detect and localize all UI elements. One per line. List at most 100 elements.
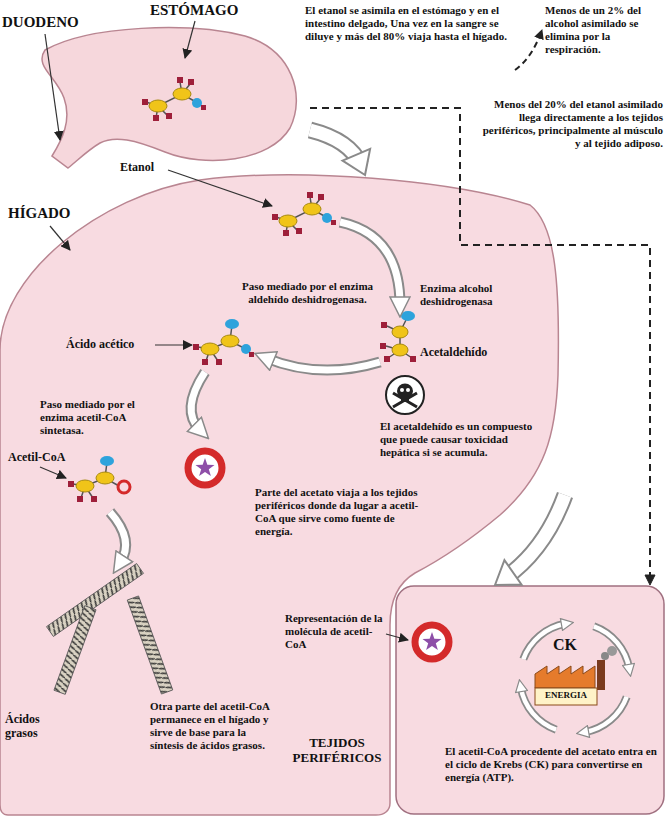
- note-text: Menos de un 2% del alcohol asimilado se …: [545, 4, 663, 56]
- node-title: TEJIDOS PERIFÉRICOS: [286, 735, 388, 766]
- note-text: Menos del 20% del etanol asimilado llega…: [475, 98, 663, 150]
- krebs-cycle-arrow: [594, 626, 629, 668]
- note-text: El etanol se asimila en el estómago y en…: [305, 4, 510, 43]
- tissue-box-outline: [395, 585, 665, 815]
- arrow-head: [343, 149, 371, 175]
- leader-line: [515, 30, 542, 70]
- skull-symbol: [393, 393, 417, 407]
- arrow-body: [310, 130, 361, 165]
- note-text: Paso mediado por el enzima acetil-CoA si…: [40, 398, 165, 437]
- reaction-arrow: [266, 358, 380, 370]
- arrow-head: [645, 575, 655, 585]
- leader-line: [45, 34, 60, 140]
- krebs-cycle-arrow: [594, 626, 629, 668]
- acetyl-coa-symbol: [415, 625, 449, 659]
- leader-line: [185, 21, 195, 58]
- skull-symbol: [400, 388, 404, 392]
- note-text-wrap: DUODENO: [2, 14, 102, 32]
- krebs-cycle-arrow: [521, 688, 556, 730]
- flow-arrow: [310, 130, 370, 175]
- node-title-wrap: ENERGIA: [535, 690, 597, 701]
- note-text-wrap: Menos de un 2% del alcohol asimilado se …: [545, 4, 663, 56]
- molecule-ethanol: [272, 192, 336, 236]
- leader-line: [40, 21, 542, 640]
- note-text-wrap: Paso mediado por el enzima acetil-CoA si…: [40, 398, 165, 437]
- note-text-wrap: El etanol se asimila en el estómago y en…: [305, 4, 510, 43]
- node-title-wrap: ESTÓMAGO: [150, 2, 270, 20]
- node-title: ESTÓMAGO: [150, 2, 270, 20]
- note-text-wrap: Acetaldehído: [420, 345, 510, 359]
- note-text-wrap: CK: [553, 636, 593, 655]
- node-body-wrap: El acetil-CoA procedente del acetato ent…: [445, 745, 659, 784]
- note-text: Ácidos grasos: [5, 712, 75, 740]
- molecule-ethanol: [142, 77, 206, 121]
- reaction-arrow: [266, 358, 380, 370]
- skull-symbol: [386, 376, 424, 414]
- arrow-outline: [504, 495, 565, 579]
- molecule-acetyl-coa: [68, 456, 130, 502]
- factory-icon: ENERGIA: [535, 660, 615, 705]
- skull-symbol: [406, 388, 410, 392]
- arrow-outline: [310, 130, 361, 165]
- skull-symbol: [397, 384, 413, 399]
- note-text-wrap: El acetaldehído es un compuesto que pued…: [380, 420, 535, 459]
- node-title-wrap: HÍGADO: [8, 205, 93, 223]
- note-text: Representación de la molécula de acetil-…: [285, 612, 383, 651]
- reaction-arrow: [110, 222, 400, 563]
- krebs-cycle-arrow: [585, 697, 627, 732]
- leader-line: [386, 634, 408, 640]
- note-text-wrap: Ácido acético: [66, 337, 156, 351]
- arrow-body: [504, 495, 565, 579]
- note-text-wrap: Etanol: [120, 160, 180, 174]
- node-body: El acetil-CoA procedente del acetato ent…: [445, 745, 659, 784]
- note-text-wrap: Enzima alcohol deshidrogenasa: [420, 282, 530, 308]
- molecule-acetaldehyde: [380, 311, 416, 362]
- note-text: Enzima alcohol deshidrogenasa: [420, 282, 530, 308]
- reaction-arrow: [191, 372, 205, 430]
- note-text: Otra parte del acetil-CoA permanece en e…: [150, 700, 280, 752]
- note-text-wrap: Ácidos grasos: [5, 712, 75, 740]
- krebs-cycle-arrow: [521, 688, 556, 730]
- note-text-wrap: Parte del acetato viaja a los tejidos pe…: [255, 486, 420, 538]
- molecule-acetic-acid: [193, 319, 254, 365]
- skull-symbol: [386, 376, 424, 414]
- reaction-arrow: [110, 512, 126, 563]
- skull-symbol: [401, 397, 409, 402]
- note-text-wrap: Acetil-CoA: [8, 450, 78, 464]
- leader-line: [155, 344, 192, 345]
- molecule-acetic-acid: [193, 319, 254, 365]
- note-text: Ácido acético: [66, 337, 156, 351]
- molecule-ethanol: [142, 77, 206, 121]
- reaction-arrow: [340, 222, 400, 305]
- reaction-arrow: [110, 512, 126, 563]
- note-text: Etanol: [120, 160, 180, 174]
- node-title-wrap: TEJIDOS PERIFÉRICOS: [286, 735, 388, 766]
- note-text: Parte del acetato viaja a los tejidos pe…: [255, 486, 420, 538]
- note-text: Acetaldehído: [420, 345, 510, 359]
- reaction-arrow: [340, 222, 400, 305]
- molecule-acetyl-coa: [68, 456, 130, 502]
- fatty-acid-chain: [54, 606, 96, 695]
- note-text-wrap: Menos del 20% del etanol asimilado llega…: [475, 98, 663, 150]
- krebs-cycle-arrow: [585, 697, 627, 732]
- fatty-acid-chain: [47, 564, 173, 695]
- reaction-arrow: [191, 372, 205, 430]
- acetyl-coa-symbol: [188, 451, 222, 485]
- molecule-ethanol: [272, 192, 336, 236]
- note-text-wrap: Paso mediado por el enzima aldehído desh…: [235, 280, 380, 306]
- fatty-acid-chain: [47, 564, 144, 637]
- molecule-acetaldehyde: [380, 311, 416, 362]
- node-title: HÍGADO: [8, 205, 93, 223]
- leader-line: [40, 467, 66, 478]
- fatty-acid-chain: [127, 596, 172, 694]
- leader-line: [168, 170, 272, 206]
- note-text: El acetaldehído es un compuesto que pued…: [380, 420, 535, 459]
- note-text: CK: [553, 636, 593, 655]
- tissue-box: TEJIDOS PERIFÉRICOSEl acetil-CoA procede…: [395, 585, 665, 815]
- note-text-wrap: Representación de la molécula de acetil-…: [285, 612, 383, 651]
- acetyl-coa-symbol: [415, 625, 449, 659]
- acetyl-coa-symbol: [188, 451, 222, 485]
- node-title: ENERGIA: [535, 690, 597, 701]
- note-text: Paso mediado por el enzima aldehído desh…: [235, 280, 380, 306]
